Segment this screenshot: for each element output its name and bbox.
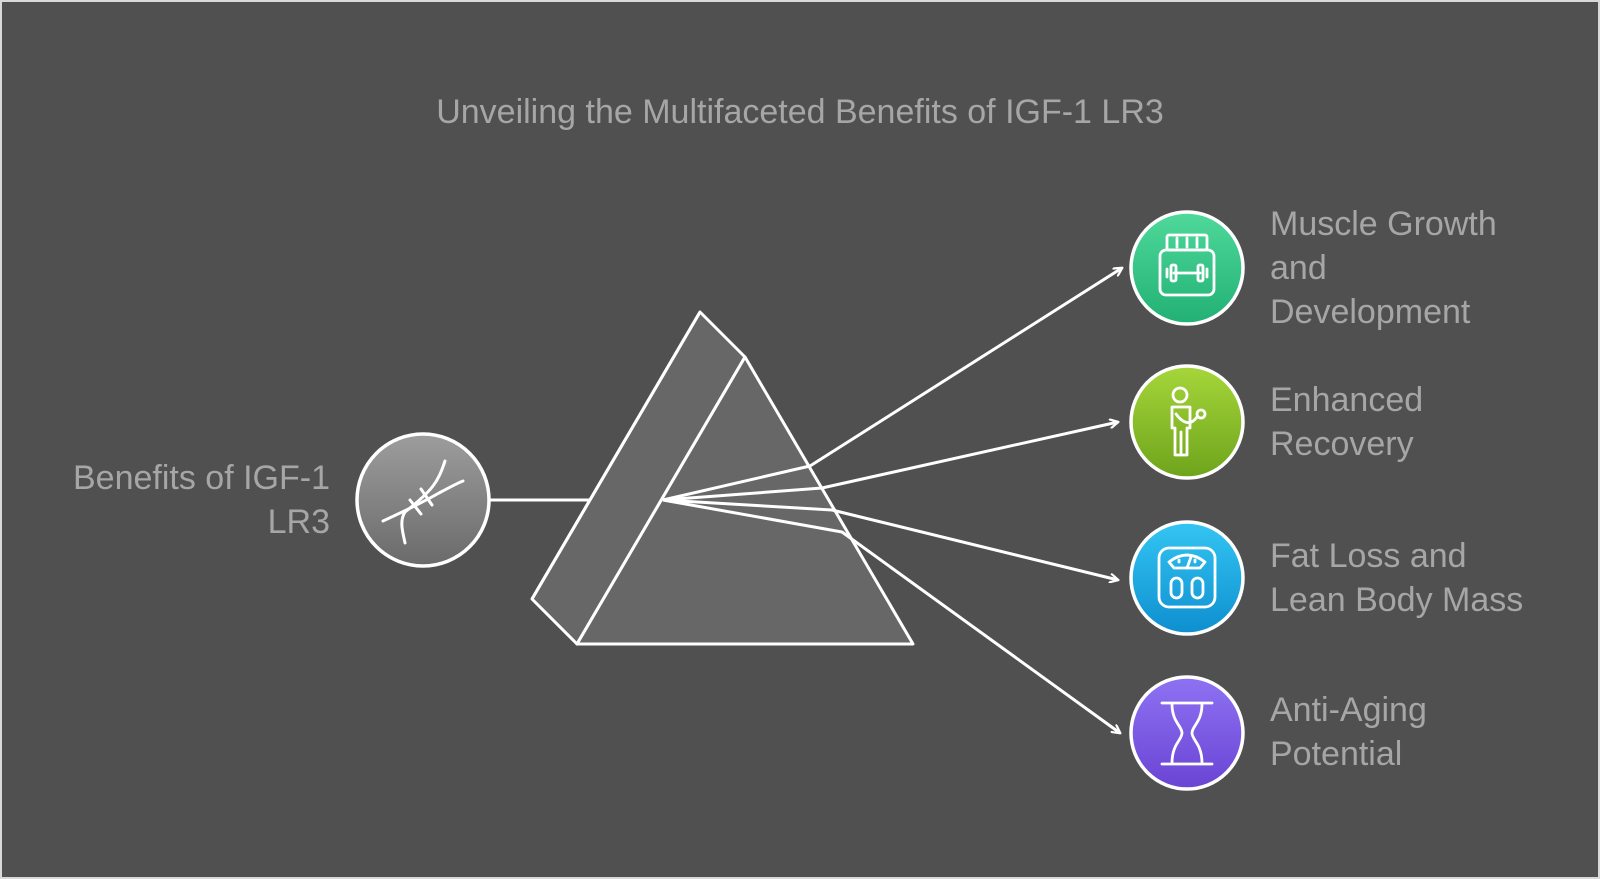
prism: [530, 310, 915, 646]
supplement-jar-icon: [1158, 233, 1216, 297]
output-label-anti-aging: Anti-Aging Potential: [1270, 691, 1427, 773]
output-circle-fat-loss: [1129, 520, 1245, 636]
output-circle-anti-aging: [1129, 675, 1245, 791]
beam-fat-loss: [662, 498, 1118, 580]
output-beams: [662, 268, 1122, 733]
person-recovery-icon: [1170, 386, 1207, 457]
output-circle-muscle-growth: [1129, 210, 1245, 326]
dna-icon: [381, 459, 465, 545]
output-label-muscle-growth: Muscle Growth and Development: [1270, 205, 1497, 331]
output-node-3: [1129, 675, 1245, 791]
prism-front-face: [575, 355, 915, 646]
output-label-fat-loss: Fat Loss and Lean Body Mass: [1270, 537, 1524, 619]
output-node-2: [1129, 520, 1245, 636]
diagram-title: Unveiling the Multifaceted Benefits of I…: [436, 93, 1164, 131]
hourglass-icon: [1160, 701, 1214, 766]
beam-muscle-growth: [662, 268, 1122, 502]
source-label: Benefits of IGF-1 LR3: [73, 459, 330, 541]
source-node: [355, 432, 491, 568]
bathroom-scale-icon: [1157, 546, 1217, 609]
output-label-enhanced-recovery: Enhanced Recovery: [1270, 381, 1424, 463]
output-node-0: [1129, 210, 1245, 326]
output-node-1: [1129, 364, 1245, 480]
beam-enhanced-recovery: [662, 422, 1118, 502]
beam-anti-aging: [662, 498, 1120, 733]
